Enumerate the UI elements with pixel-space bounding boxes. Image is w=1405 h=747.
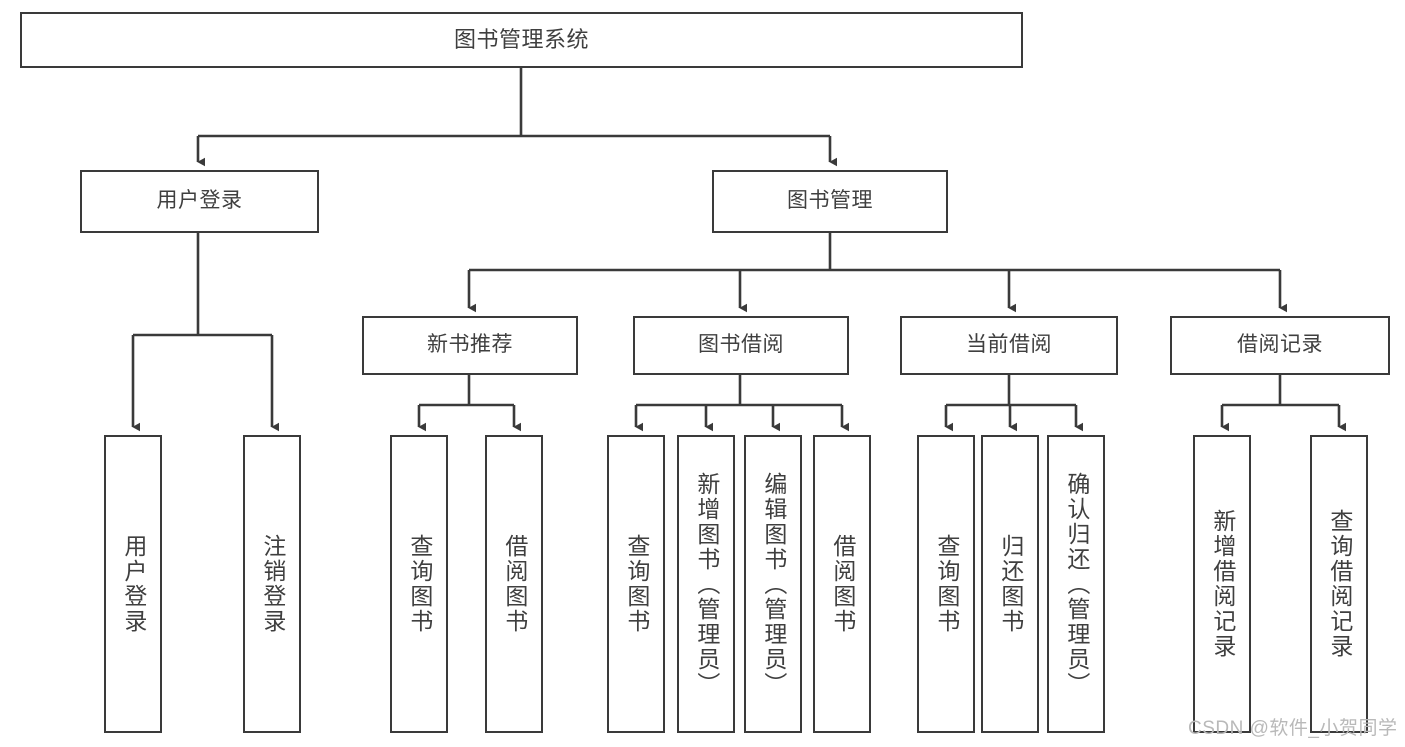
node-label: 编辑图书（管理员） [760,471,787,697]
node-label: 新增图书（管理员） [693,471,720,697]
node-label: 图书管理系统 [453,27,589,53]
node-new-book-recommend[interactable]: 新书推荐 [362,316,578,375]
node-current-borrow[interactable]: 当前借阅 [900,316,1118,375]
node-label: 注销登录 [259,534,286,634]
node-leaf-query-borrow-record[interactable]: 查询借阅记录 [1310,435,1368,733]
node-leaf-return-book[interactable]: 归还图书 [981,435,1039,733]
node-leaf-borrow-book[interactable]: 借阅图书 [813,435,871,733]
node-leaf-logout[interactable]: 注销登录 [243,435,301,733]
node-label: 用户登录 [120,534,147,634]
node-root-system[interactable]: 图书管理系统 [20,12,1023,68]
node-label: 借阅记录 [1237,333,1323,357]
node-label: 归还图书 [997,534,1024,634]
node-label: 查询图书 [933,534,960,634]
node-label: 查询图书 [406,534,433,634]
node-leaf-confirm-return-admin[interactable]: 确认归还（管理员） [1047,435,1105,733]
node-label: 新增借阅记录 [1209,509,1236,659]
node-leaf-borrow-book-recommend[interactable]: 借阅图书 [485,435,543,733]
node-label: 图书借阅 [698,333,784,357]
node-label: 确认归还（管理员） [1063,471,1090,697]
csdn-watermark: CSDN @软件_小贺同学 [1188,718,1398,739]
node-leaf-query-book-current[interactable]: 查询图书 [917,435,975,733]
node-label: 新书推荐 [427,333,513,357]
node-borrow-record[interactable]: 借阅记录 [1170,316,1390,375]
node-leaf-query-book-borrow[interactable]: 查询图书 [607,435,665,733]
node-label: 当前借阅 [966,333,1052,357]
node-leaf-edit-book-admin[interactable]: 编辑图书（管理员） [744,435,802,733]
node-user-login[interactable]: 用户登录 [80,170,319,233]
node-label: 借阅图书 [829,534,856,634]
node-book-management[interactable]: 图书管理 [712,170,948,233]
node-label: 图书管理 [787,189,873,213]
node-label: 用户登录 [156,189,243,213]
node-leaf-query-book-recommend[interactable]: 查询图书 [390,435,448,733]
node-label: 查询借阅记录 [1326,509,1353,659]
node-label: 查询图书 [623,534,650,634]
node-label: 借阅图书 [501,534,528,634]
node-leaf-add-borrow-record[interactable]: 新增借阅记录 [1193,435,1251,733]
node-book-borrow[interactable]: 图书借阅 [633,316,849,375]
node-leaf-add-book-admin[interactable]: 新增图书（管理员） [677,435,735,733]
node-leaf-user-login[interactable]: 用户登录 [104,435,162,733]
